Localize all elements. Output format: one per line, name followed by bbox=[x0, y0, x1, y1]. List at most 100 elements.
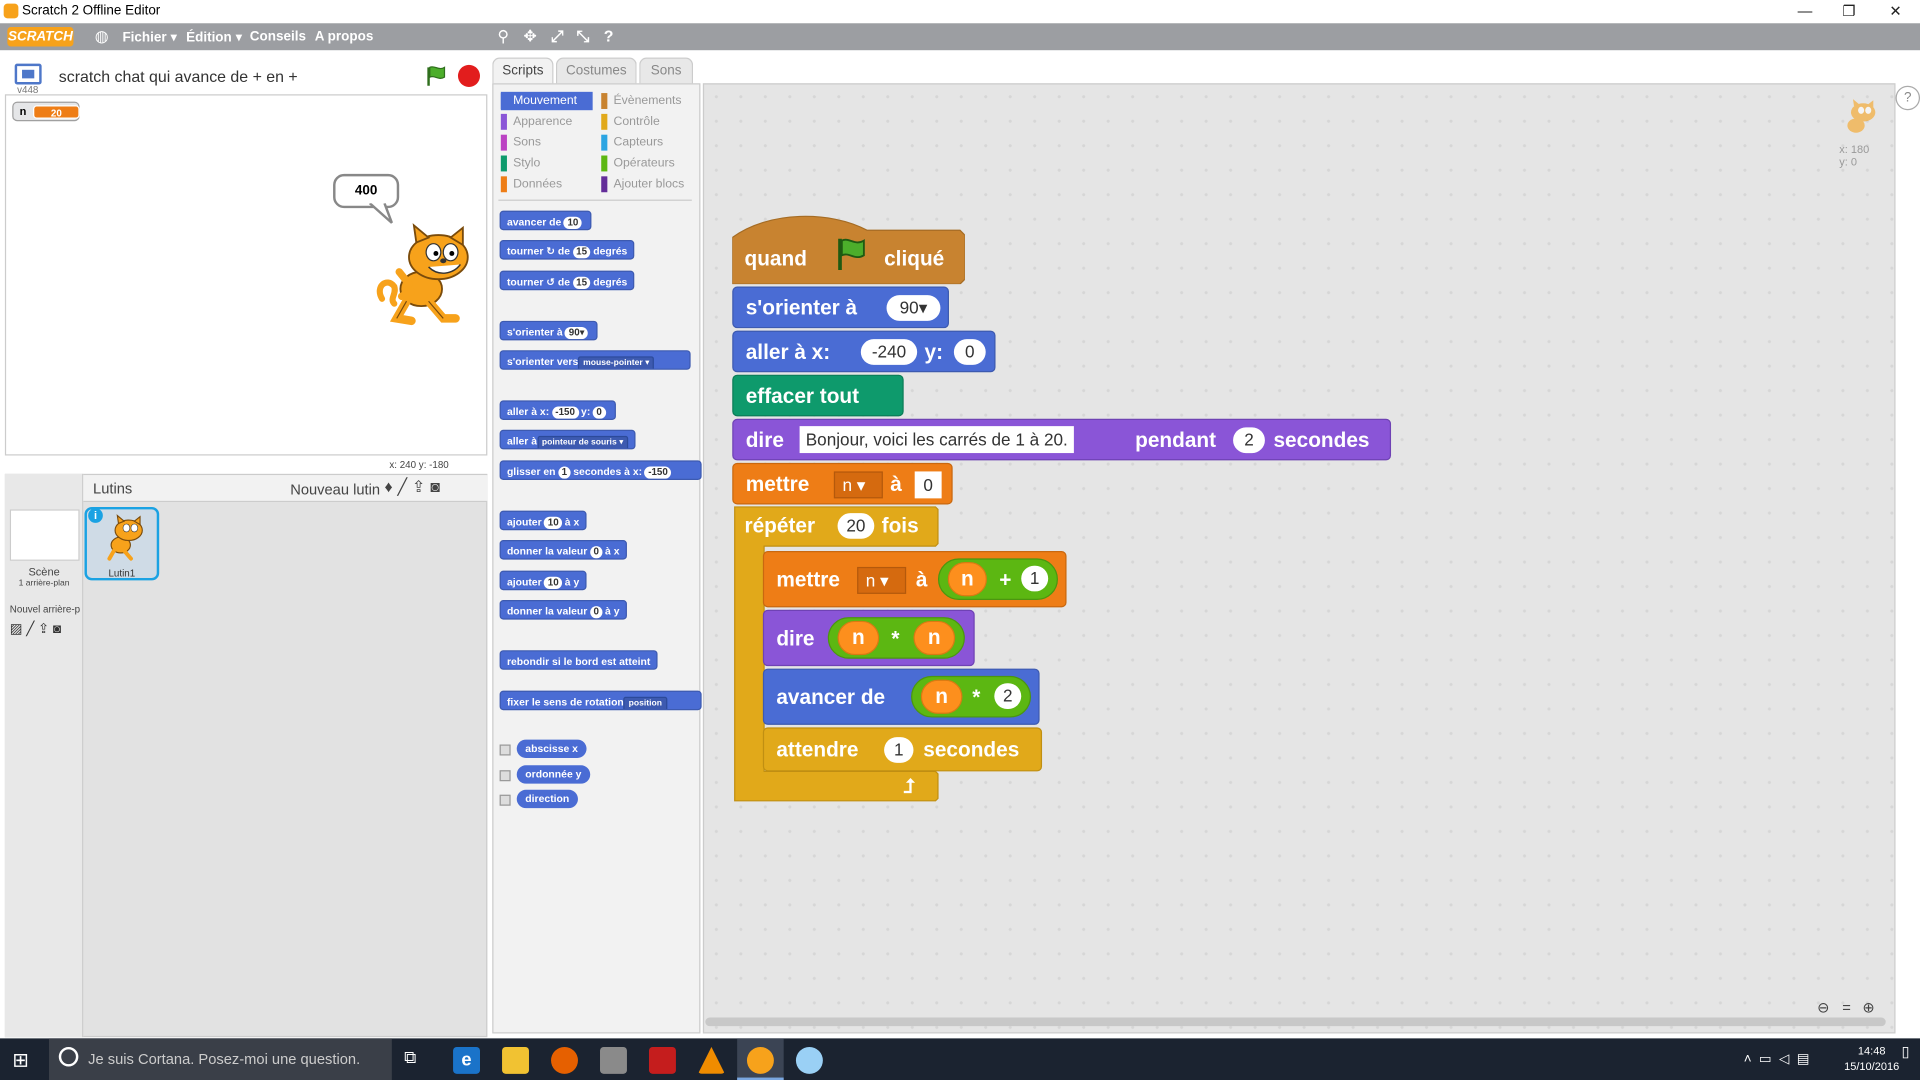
acrobat-icon[interactable] bbox=[648, 1046, 676, 1074]
close-icon[interactable]: ✕ bbox=[1889, 2, 1902, 20]
menu-edit[interactable]: Édition ▾ bbox=[186, 30, 243, 46]
minimize-icon[interactable]: — bbox=[1797, 2, 1813, 20]
reporter-y-position[interactable]: ordonnée y bbox=[516, 765, 590, 784]
notifications-icon[interactable]: ▤ bbox=[1796, 1051, 1817, 1067]
x-input[interactable]: -240 bbox=[860, 339, 918, 365]
add-operand-input[interactable]: 1 bbox=[1021, 565, 1049, 592]
category-looks[interactable]: Apparence bbox=[500, 113, 593, 131]
menu-file[interactable]: Fichier ▾ bbox=[122, 30, 178, 46]
edge-icon[interactable]: e bbox=[453, 1046, 481, 1074]
network-icon[interactable]: ▭ bbox=[1758, 1051, 1780, 1067]
say-text-input[interactable]: Bonjour, voici les carrés de 1 à 20. bbox=[799, 426, 1074, 454]
backdrop-library-icon[interactable]: ▨ bbox=[9, 622, 27, 637]
firefox-icon[interactable] bbox=[551, 1046, 578, 1074]
zoom-out-icon[interactable]: ⊖ bbox=[1817, 999, 1830, 1017]
block-pen-clear[interactable]: effacer tout bbox=[732, 374, 904, 417]
help-circle-icon[interactable]: ? bbox=[1895, 85, 1920, 111]
say-secs-input[interactable]: 2 bbox=[1233, 427, 1265, 454]
upload-backdrop-icon[interactable]: ⇪ bbox=[37, 622, 53, 637]
menu-tips[interactable]: Conseils bbox=[249, 29, 306, 45]
file-explorer-icon[interactable] bbox=[502, 1046, 529, 1074]
stop-icon[interactable] bbox=[457, 64, 481, 87]
block-repeat[interactable]: répéter 20 fois ⮥ bbox=[732, 504, 940, 808]
sprite-info-icon[interactable]: i bbox=[88, 508, 103, 523]
camera-backdrop-icon[interactable]: ◙ bbox=[52, 622, 65, 637]
variable-dropdown[interactable]: n ▾ bbox=[833, 471, 883, 499]
paint-sprite-icon[interactable]: ╱ bbox=[397, 477, 413, 496]
scene-thumbnail[interactable] bbox=[9, 509, 80, 561]
camera-sprite-icon[interactable]: ◙ bbox=[430, 477, 445, 496]
direction-input[interactable]: 90▾ bbox=[886, 295, 941, 321]
app-taskbar-icon[interactable] bbox=[795, 1046, 823, 1074]
scratch-logo[interactable]: SCRATCH bbox=[7, 26, 74, 47]
cat-sprite[interactable] bbox=[375, 223, 475, 328]
reporter-direction[interactable]: direction bbox=[516, 789, 578, 809]
checkbox-direction[interactable] bbox=[499, 794, 511, 806]
project-title[interactable]: scratch chat qui avance de + en + bbox=[58, 67, 298, 86]
block-point-in-direction[interactable]: s'orienter à 90▾ bbox=[732, 286, 949, 329]
tab-costumes[interactable]: Costumes bbox=[555, 57, 637, 85]
sprite-library-icon[interactable]: ♦ bbox=[384, 477, 398, 496]
globe-icon[interactable]: ◍ bbox=[94, 26, 109, 46]
category-more-blocks[interactable]: Ajouter blocs bbox=[601, 175, 693, 193]
set-value-input[interactable]: 0 bbox=[914, 471, 942, 499]
windows-start-icon[interactable]: ⊞ bbox=[12, 1050, 29, 1072]
paint-backdrop-icon[interactable]: ╱ bbox=[26, 622, 38, 637]
checkbox-y-position[interactable] bbox=[499, 770, 511, 782]
category-sound[interactable]: Sons bbox=[500, 133, 593, 151]
block-set-variable-inner[interactable]: mettre n ▾ à n + 1 bbox=[762, 551, 1067, 608]
palette-block-bounce[interactable]: rebondir si le bord est atteint bbox=[499, 650, 658, 670]
taskbar-clock[interactable]: 14:48 15/10/2016 bbox=[1844, 1043, 1899, 1075]
category-events[interactable]: Évènements bbox=[601, 92, 693, 110]
category-data[interactable]: Données bbox=[500, 175, 593, 193]
zoom-reset-icon[interactable]: = bbox=[1842, 999, 1851, 1017]
block-when-flag-clicked[interactable]: quand cliqué bbox=[732, 211, 965, 285]
block-say[interactable]: dire n * n bbox=[762, 609, 975, 667]
calculator-icon[interactable] bbox=[600, 1046, 627, 1074]
reporter-n[interactable]: n bbox=[913, 620, 956, 656]
reporter-x-position[interactable]: abscisse x bbox=[516, 739, 587, 758]
task-view-icon[interactable]: ⧉ bbox=[404, 1046, 417, 1067]
category-operators[interactable]: Opérateurs bbox=[601, 154, 693, 172]
block-set-variable[interactable]: mettre n ▾ à 0 bbox=[732, 462, 953, 505]
volume-icon[interactable]: ◁ bbox=[1779, 1051, 1797, 1067]
block-goto-xy[interactable]: aller à x: -240 y: 0 bbox=[732, 330, 996, 373]
tab-scripts[interactable]: Scripts bbox=[492, 57, 554, 85]
category-pen[interactable]: Stylo bbox=[500, 154, 593, 172]
tab-sounds[interactable]: Sons bbox=[639, 57, 694, 85]
block-move-steps[interactable]: avancer de n * 2 bbox=[762, 668, 1040, 725]
action-center-icon[interactable]: ▯ bbox=[1901, 1043, 1910, 1061]
grow-icon[interactable]: ⤢ bbox=[550, 26, 564, 46]
y-input[interactable]: 0 bbox=[953, 339, 986, 365]
help-icon[interactable]: ? bbox=[603, 26, 614, 46]
horizontal-scrollbar[interactable] bbox=[705, 1017, 1886, 1027]
shrink-icon[interactable]: ⤡ bbox=[576, 26, 590, 46]
zoom-in-icon[interactable]: ⊕ bbox=[1862, 999, 1875, 1017]
category-control[interactable]: Contrôle bbox=[601, 113, 693, 131]
stage[interactable] bbox=[4, 94, 488, 456]
tray-chevron-icon[interactable]: ˄ bbox=[1743, 1051, 1759, 1067]
variable-monitor[interactable]: n 20 bbox=[12, 101, 80, 122]
block-wait[interactable]: attendre 1 secondes bbox=[762, 727, 1043, 772]
category-motion[interactable]: Mouvement bbox=[500, 91, 593, 111]
sprite-thumbnail-lutin1[interactable]: i Lutin1 bbox=[84, 506, 160, 581]
cortana-search-box[interactable]: Je suis Cortana. Posez-moi une question. bbox=[48, 1038, 392, 1080]
upload-sprite-icon[interactable]: ⇪ bbox=[412, 477, 431, 496]
restore-icon[interactable]: ❐ bbox=[1842, 2, 1856, 20]
reporter-n[interactable]: n bbox=[837, 620, 880, 656]
menu-about[interactable]: A propos bbox=[314, 29, 374, 45]
multiply-operand-input[interactable]: 2 bbox=[994, 683, 1022, 709]
reporter-n[interactable]: n bbox=[920, 679, 963, 714]
